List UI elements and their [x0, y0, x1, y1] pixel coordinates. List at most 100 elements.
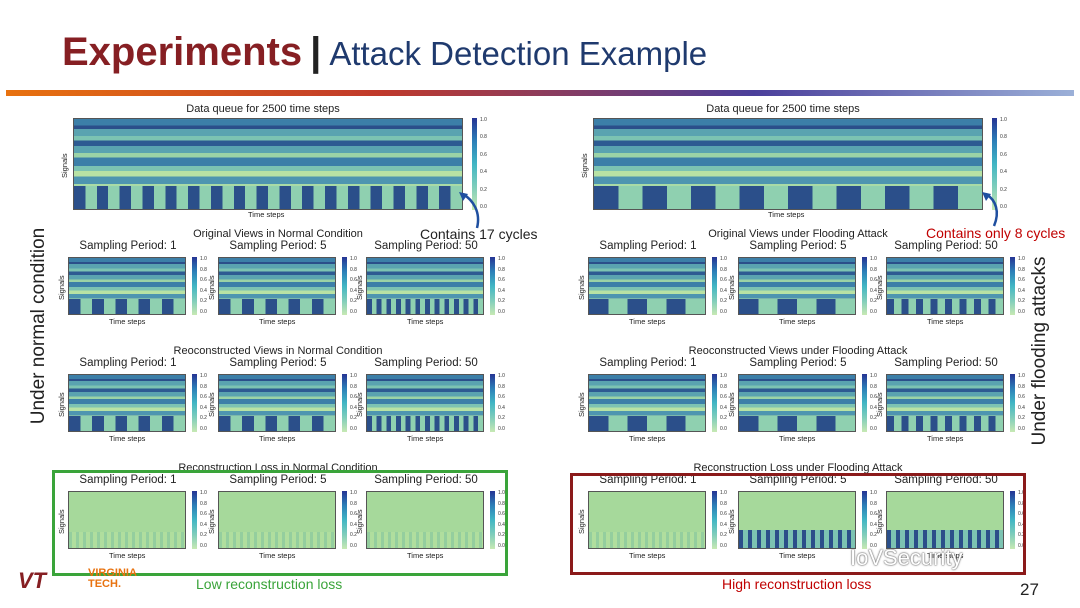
left-recon-colorbar-1 — [192, 374, 197, 432]
page-number: 27 — [1020, 580, 1039, 599]
right-orig-title: Original Views under Flooding Attack — [708, 228, 888, 240]
left-loss-colorbar-1-tick: 1.0 — [200, 490, 207, 496]
left-loss-colorbar-1-tick: 0.0 — [200, 543, 207, 549]
right-loss-colorbar-1-tick: 0.6 — [720, 511, 727, 518]
right-queue-colorbar-tick: 0.4 — [1000, 169, 1007, 176]
left-loss-colorbar-2-tick: 0.2 — [350, 532, 357, 539]
right-recon-colorbar-3-tick: 0.0 — [1018, 426, 1025, 432]
right-recon-heatmap-2 — [738, 374, 856, 432]
high-loss-note: High reconstruction loss — [722, 576, 872, 592]
left-recon-colorbar-2-tick: 0.2 — [350, 415, 357, 422]
right-loss-colorbar-2-tick: 1.0 — [870, 490, 877, 496]
right-recon-heatmap-2-cycles — [739, 416, 855, 431]
left-recon-colorbar-3-tick: 0.2 — [498, 415, 505, 422]
right-recon-ylabel-3: Signals — [875, 392, 884, 417]
right-queue-note: Contains only 8 cycles — [926, 225, 1066, 241]
left-loss-colorbar-3 — [490, 491, 495, 549]
left-loss-colorbar-1 — [192, 491, 197, 549]
left-recon-colorbar-1-tick: 0.6 — [200, 394, 207, 401]
right-orig-colorbar-1-tick: 0.6 — [720, 277, 727, 284]
left-recon-colorbar-1-tick: 0.2 — [200, 415, 207, 422]
left-recon-colorbar-2-tick: 1.0 — [350, 373, 357, 379]
right-queue-heatmap-cycles — [594, 185, 982, 209]
right-recon-colorbar-2 — [862, 374, 867, 432]
right-loss-xlabel-1: Time steps — [629, 551, 666, 560]
left-queue-colorbar-tick: 0.6 — [480, 151, 487, 158]
right-orig-heatmap-2 — [738, 257, 856, 315]
right-orig-colorbar-1-tick: 0.0 — [720, 309, 727, 315]
right-recon-xlabel-1: Time steps — [629, 434, 666, 443]
right-loss-colorbar-1-tick: 0.0 — [720, 543, 727, 549]
right-loss-colorbar-3-tick: 0.8 — [1018, 500, 1025, 507]
left-recon-colorbar-1-tick: 0.0 — [200, 426, 207, 432]
left-recon-ylabel-2: Signals — [207, 392, 216, 417]
left-orig-colorbar-3 — [490, 257, 495, 315]
right-orig-ylabel-3: Signals — [875, 275, 884, 300]
left-loss-period-2: Sampling Period: 5 — [229, 474, 327, 486]
right-recon-colorbar-1-tick: 0.6 — [720, 394, 727, 401]
right-orig-ylabel-2: Signals — [727, 275, 736, 300]
left-queue-colorbar — [472, 118, 477, 210]
right-orig-colorbar-1-tick: 0.4 — [720, 287, 727, 294]
left-recon-colorbar-3-tick: 0.0 — [498, 426, 505, 432]
right-loss-xlabel-2: Time steps — [779, 551, 816, 560]
right-recon-heatmap-3 — [886, 374, 1004, 432]
right-loss-xlabel-3: Time steps — [927, 551, 964, 560]
right-recon-colorbar-2-tick: 0.0 — [870, 426, 877, 432]
right-queue-heatmap — [593, 118, 983, 210]
right-recon-title: Reoconstructed Views under Flooding Atta… — [688, 345, 908, 357]
left-queue-ylabel: Signals — [60, 153, 69, 178]
left-loss-heatmap-1-noise — [69, 532, 185, 548]
right-loss-colorbar-1 — [712, 491, 717, 549]
right-orig-colorbar-1-tick: 0.8 — [720, 266, 727, 273]
left-loss-xlabel-1: Time steps — [109, 551, 146, 560]
left-orig-colorbar-1-tick: 0.0 — [200, 309, 207, 315]
right-recon-colorbar-1-tick: 0.0 — [720, 426, 727, 432]
left-orig-colorbar-1 — [192, 257, 197, 315]
right-queue-xlabel: Time steps — [768, 210, 805, 219]
right-loss-colorbar-1-tick: 0.4 — [720, 521, 727, 528]
right-orig-colorbar-1-tick: 0.2 — [720, 298, 727, 305]
right-recon-heatmap-3-cycles — [887, 416, 1003, 431]
left-queue-colorbar-tick: 1.0 — [480, 117, 487, 123]
right-orig-heatmap-2-cycles — [739, 299, 855, 314]
right-recon-colorbar-3-tick: 0.2 — [1018, 415, 1025, 422]
right-queue-colorbar — [992, 118, 997, 210]
left-queue-heatmap — [73, 118, 463, 210]
left-orig-heatmap-1-cycles — [69, 299, 185, 314]
right-recon-ylabel-1: Signals — [577, 392, 586, 417]
left-orig-period-1: Sampling Period: 1 — [79, 240, 177, 252]
left-orig-colorbar-1-tick: 1.0 — [200, 256, 207, 262]
left-loss-xlabel-2: Time steps — [259, 551, 296, 560]
right-orig-period-3: Sampling Period: 50 — [894, 240, 998, 252]
left-recon-heatmap-1-cycles — [69, 416, 185, 431]
right-recon-colorbar-2-tick: 0.2 — [870, 415, 877, 422]
right-recon-heatmap-1 — [588, 374, 706, 432]
left-recon-colorbar-2-tick: 0.6 — [350, 394, 357, 401]
right-orig-colorbar-1 — [712, 257, 717, 315]
right-arrow-icon — [982, 192, 998, 227]
right-orig-xlabel-3: Time steps — [927, 317, 964, 326]
left-orig-colorbar-3-tick: 0.0 — [498, 309, 505, 315]
right-orig-colorbar-2-tick: 0.2 — [870, 298, 877, 305]
right-orig-period-1: Sampling Period: 1 — [599, 240, 697, 252]
left-queue-title: Data queue for 2500 time steps — [186, 103, 340, 115]
right-recon-ylabel-2: Signals — [727, 392, 736, 417]
left-loss-colorbar-3-tick: 1.0 — [498, 490, 505, 496]
left-recon-xlabel-2: Time steps — [259, 434, 296, 443]
left-orig-colorbar-3-tick: 1.0 — [498, 256, 505, 262]
right-orig-xlabel-1: Time steps — [629, 317, 666, 326]
right-orig-heatmap-1-cycles — [589, 299, 705, 314]
left-recon-colorbar-3-tick: 0.8 — [498, 383, 505, 390]
left-orig-colorbar-1-tick: 0.6 — [200, 277, 207, 284]
right-loss-heatmap-1-noise — [589, 532, 705, 548]
right-orig-period-2: Sampling Period: 5 — [749, 240, 847, 252]
left-loss-colorbar-1-tick: 0.4 — [200, 521, 207, 528]
right-loss-heatmap-2-error — [739, 530, 855, 548]
left-loss-colorbar-2-tick: 0.4 — [350, 521, 357, 528]
right-orig-xlabel-2: Time steps — [779, 317, 816, 326]
left-arrow-icon — [459, 192, 480, 229]
right-loss-colorbar-1-tick: 0.2 — [720, 532, 727, 539]
right-orig-heatmap-3 — [886, 257, 1004, 315]
right-orig-ylabel-1: Signals — [577, 275, 586, 300]
